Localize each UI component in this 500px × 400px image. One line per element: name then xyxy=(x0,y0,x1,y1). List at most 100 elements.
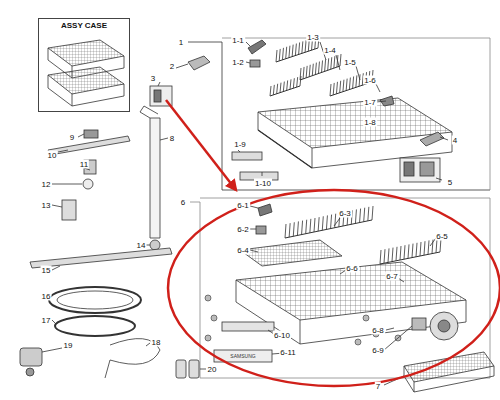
callout-number: 6-6 xyxy=(345,264,359,273)
tine-bar xyxy=(380,252,440,264)
inset-title: ASSY CASE xyxy=(39,19,129,30)
callout-number: 1-7 xyxy=(363,98,377,107)
tine xyxy=(286,47,287,59)
tine xyxy=(300,76,301,86)
tine xyxy=(285,224,286,238)
screws xyxy=(205,295,401,345)
tine xyxy=(368,207,369,221)
highlight-arrow xyxy=(166,100,236,190)
callout-number: 6-11 xyxy=(279,348,296,357)
callout-number: 6 xyxy=(180,198,186,207)
callout-number: 19 xyxy=(63,341,74,350)
tine xyxy=(331,215,332,229)
tine xyxy=(299,42,300,54)
tine xyxy=(349,78,350,90)
callout-number: 10 xyxy=(47,151,58,160)
tine xyxy=(424,241,425,255)
cutlery-basket xyxy=(404,352,494,382)
spray-tube xyxy=(150,118,160,238)
tine xyxy=(428,240,429,254)
tine xyxy=(335,214,336,228)
tine xyxy=(396,247,397,261)
callout-number: 1-1 xyxy=(231,36,245,45)
callout-number: 6-8 xyxy=(371,326,385,335)
tine xyxy=(340,81,341,93)
tine xyxy=(333,83,334,95)
tine xyxy=(302,221,303,235)
tine xyxy=(315,63,316,75)
callout-number: 1-2 xyxy=(231,58,245,67)
tine-rows xyxy=(285,206,441,264)
tine xyxy=(297,221,298,235)
tine xyxy=(289,223,290,237)
tine xyxy=(279,49,280,61)
tine xyxy=(297,77,298,87)
group-bracket xyxy=(188,42,490,190)
tine xyxy=(334,56,335,68)
tine xyxy=(314,218,315,232)
tine xyxy=(273,85,274,95)
tine xyxy=(303,67,304,79)
callout-number: 1-10 xyxy=(254,179,272,188)
tine-bar xyxy=(285,220,372,238)
callout-number: 5 xyxy=(447,178,453,187)
tine xyxy=(293,222,294,236)
tine xyxy=(408,244,409,258)
tine xyxy=(346,79,347,91)
tine xyxy=(280,83,281,93)
callout-number: 1-6 xyxy=(363,76,377,85)
callout-number: 11 xyxy=(79,160,89,169)
callout-number: 18 xyxy=(151,338,162,347)
tine xyxy=(306,220,307,234)
tine-bar xyxy=(270,86,300,96)
tine xyxy=(336,82,337,94)
tine xyxy=(384,249,385,263)
callout-number: 6-9 xyxy=(371,346,385,355)
tine xyxy=(310,219,311,233)
tine xyxy=(356,75,357,87)
screw xyxy=(205,335,211,341)
callout-number: 1-3 xyxy=(306,33,320,42)
clip-part xyxy=(248,40,266,54)
upper-rack xyxy=(258,98,452,168)
tine xyxy=(420,242,421,256)
tine xyxy=(283,82,284,92)
callout-number: 6-2 xyxy=(236,225,250,234)
tine-rows xyxy=(270,36,373,96)
callout-number: 17 xyxy=(41,316,52,325)
tine xyxy=(436,239,437,253)
callout-number: 1 xyxy=(178,38,184,47)
tine xyxy=(404,245,405,259)
tine xyxy=(287,80,288,90)
tine xyxy=(326,215,327,229)
tine xyxy=(328,58,329,70)
tine xyxy=(306,66,307,78)
tine xyxy=(416,243,417,257)
callout-number: 15 xyxy=(41,266,52,275)
tine xyxy=(353,76,354,88)
tine xyxy=(302,41,303,53)
highlight-ring xyxy=(168,190,500,386)
callout-number: 6-3 xyxy=(338,209,352,218)
callout-number: 3 xyxy=(150,74,156,83)
callout-number: 20 xyxy=(207,365,218,374)
callout-number: 1-5 xyxy=(343,58,357,67)
tine xyxy=(309,65,310,77)
assy-case-racks xyxy=(48,40,124,106)
tine xyxy=(282,48,283,60)
callout-number: 6-4 xyxy=(236,246,250,255)
callout-number: 6-1 xyxy=(236,201,250,210)
tine xyxy=(276,50,277,62)
tine xyxy=(292,45,293,57)
screw xyxy=(211,315,217,321)
callout-number: 2 xyxy=(169,62,175,71)
tine xyxy=(343,80,344,92)
tine xyxy=(295,44,296,56)
callout-number: 12 xyxy=(41,180,52,189)
callout-number: 6-5 xyxy=(435,232,449,241)
tine xyxy=(318,217,319,231)
tine xyxy=(372,206,373,220)
screw xyxy=(363,315,369,321)
callout-number: 4 xyxy=(452,136,458,145)
